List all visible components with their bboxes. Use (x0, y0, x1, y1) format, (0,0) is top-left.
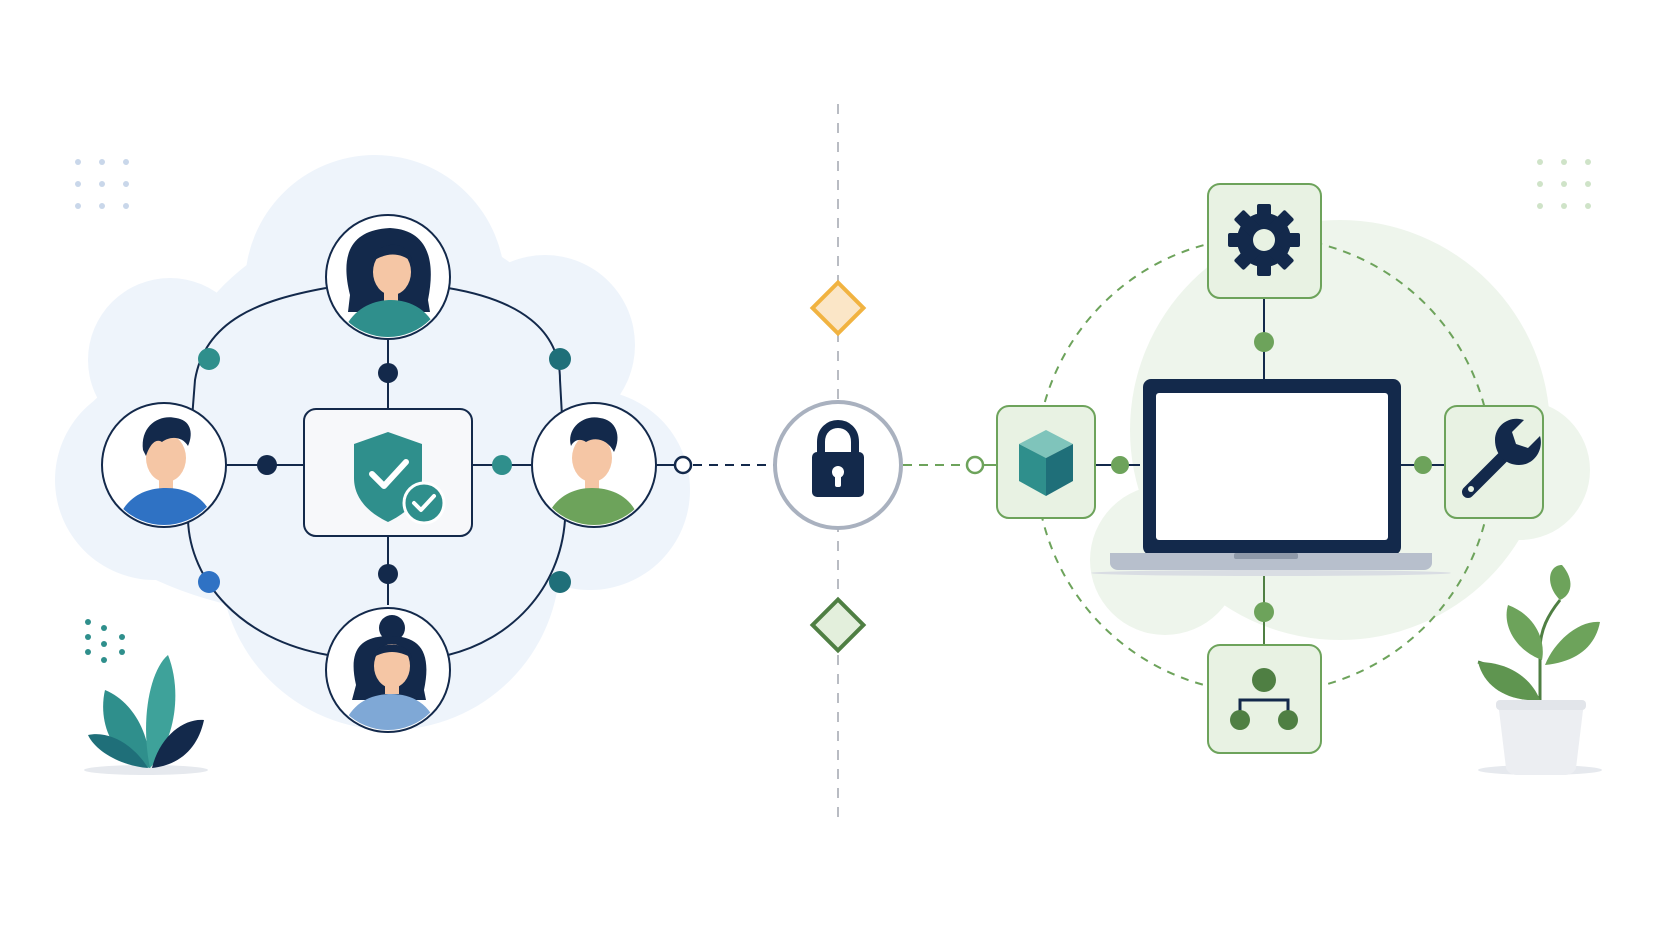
dots-grid-right (1537, 159, 1591, 209)
cube-tile (996, 405, 1096, 519)
left-network-nodes (198, 348, 571, 593)
gear-tile (1207, 183, 1322, 299)
laptop-icon (1091, 379, 1451, 576)
right-links (1095, 298, 1445, 645)
hierarchy-tile (1207, 644, 1322, 754)
woman-avatar-top (325, 214, 451, 340)
padlock-node (773, 400, 903, 530)
man-avatar-right (531, 402, 657, 528)
gear-icon (1228, 204, 1300, 276)
green-diamond (809, 596, 867, 654)
padlock-icon (812, 420, 864, 497)
man-avatar-left (101, 402, 227, 528)
shield-panel (303, 408, 473, 537)
hierarchy-icon (1230, 668, 1298, 730)
wrench-icon (1462, 418, 1541, 498)
orange-diamond (809, 279, 867, 337)
dots-grid-left (75, 159, 129, 209)
leaf-plant-left (84, 619, 208, 775)
potted-plant-right (1477, 565, 1602, 775)
lock-to-right-connector (903, 455, 998, 475)
cube-icon (1019, 430, 1073, 496)
woman-avatar-bottom (325, 607, 451, 733)
left-to-lock-connector (656, 455, 775, 475)
shield-check-icon (354, 432, 446, 525)
wrench-tile (1444, 405, 1544, 519)
